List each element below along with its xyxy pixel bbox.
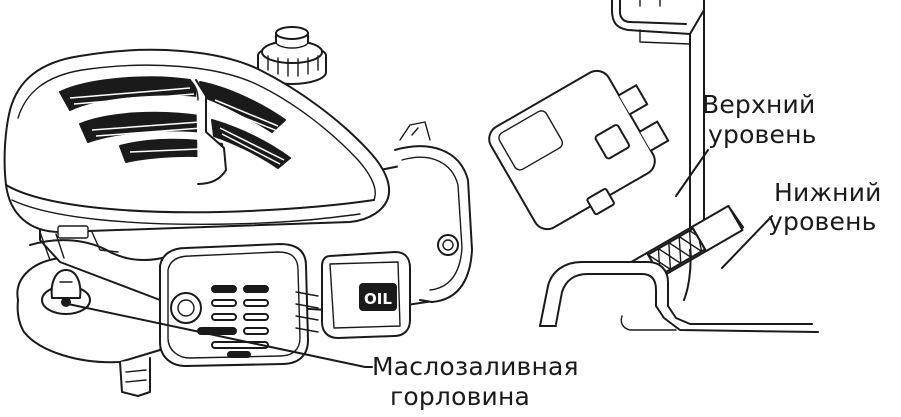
oil-badge-text: OIL (364, 290, 392, 308)
engine-shaft (119, 357, 151, 397)
air-filter-box: OIL (321, 251, 411, 339)
dipstick-cap (488, 69, 670, 231)
lower-level-label-line2: уровень (768, 207, 877, 236)
filler-neck-label-line2: горловина (390, 382, 531, 411)
upper-level-label-line2: уровень (708, 120, 817, 149)
upper-level-leader (675, 149, 709, 197)
filler-neck-label-line1: Маслозаливная (372, 352, 579, 381)
lower-level-leader (721, 215, 773, 269)
dipstick-drawing (488, 0, 819, 333)
lower-level-label-line1: Нижний (774, 178, 882, 207)
recoil-starter (159, 243, 309, 367)
engine-drawing: OIL (3, 26, 473, 397)
dipstick-mark-zone (646, 225, 708, 279)
muffler-guard (394, 145, 473, 303)
housing-frame (611, 0, 705, 35)
filler-neck-leader (67, 303, 373, 368)
dipstick-tube (539, 261, 669, 327)
upper-level-label-line1: Верхний (702, 90, 816, 119)
throttle-cable (29, 239, 171, 262)
